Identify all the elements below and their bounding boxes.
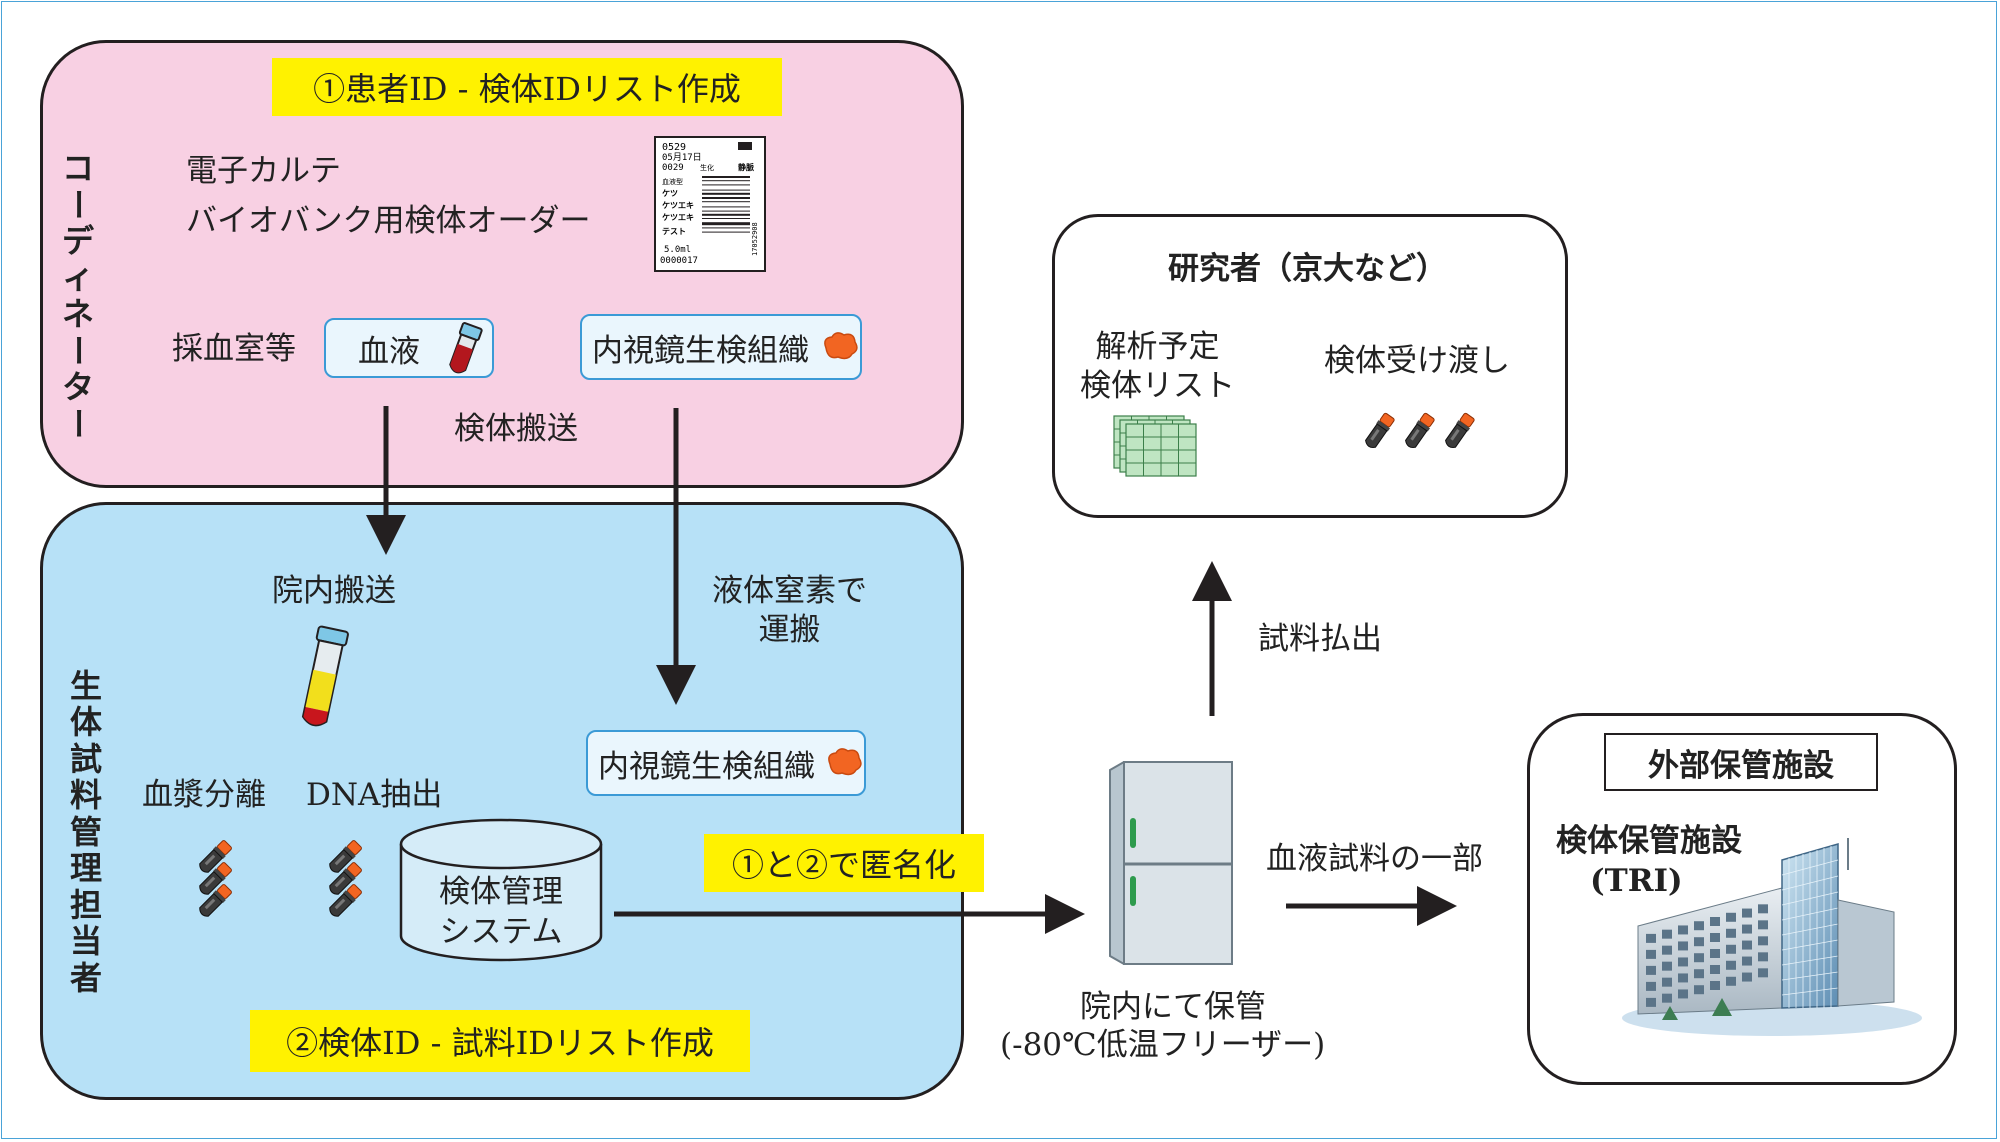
- blood-sample-tag: 血液: [324, 318, 494, 378]
- material-release-label: 試料払出: [1258, 621, 1382, 657]
- endoscopy-biopsy-label-top: 内視鏡生検組織: [592, 332, 809, 369]
- freezer-caption-line-1: 院内にて保管: [1080, 989, 1266, 1025]
- researcher-title: 研究者（京大など）: [1168, 251, 1447, 287]
- sample-handover-label: 検体受け渡し: [1324, 343, 1510, 379]
- barcode-line-2: 05月17日: [662, 152, 702, 163]
- cryovial-group-plasma-icon: [199, 840, 232, 917]
- endoscopy-biopsy-tag-bottom: 内視鏡生検組織: [586, 730, 866, 796]
- barcode-line-1: 0529: [662, 142, 686, 153]
- analysis-sample-list-label: 解析予定 検体リスト: [1080, 329, 1235, 404]
- sample-manager-label: 生体試料管理担当者: [69, 667, 102, 997]
- cryovial-handover-0: [1365, 412, 1395, 449]
- anonymization-step: ①と②で匿名化: [704, 834, 984, 892]
- building-windows: [1646, 904, 1768, 1007]
- plasma-separation-label: 血漿分離: [142, 777, 266, 813]
- sample-material-id-list-step: ②検体ID - 試料IDリスト作成: [250, 1010, 750, 1072]
- plasma-tube-icon: [301, 625, 349, 727]
- barcode-dept: 静脈: [738, 162, 754, 172]
- endoscopy-biopsy-label-bottom: 内視鏡生検組織: [598, 748, 815, 785]
- storage-facility-sub-label: (TRI): [1590, 863, 1683, 899]
- collection-room-label: 採血室等: [172, 331, 296, 367]
- sample-manager-region: [40, 502, 964, 1100]
- storage-building-icon: [1622, 838, 1922, 1036]
- sample-management-system-label: 検体管理 システム: [439, 874, 563, 951]
- blood-portion-label: 血液試料の一部: [1266, 841, 1483, 877]
- sheet-2: [1125, 423, 1197, 477]
- patient-sample-id-list-step: ①患者ID - 検体IDリスト作成: [272, 58, 782, 116]
- building-glass-lines: [1781, 846, 1839, 1008]
- cryovial-1: [199, 862, 232, 895]
- cryovial-0: [329, 840, 362, 873]
- barcode-kana-2: ケツ: [662, 189, 678, 198]
- coordinator-label: コーディネーター: [59, 149, 98, 440]
- sample-management-database-icon: [399, 818, 603, 962]
- barcode-kana-1: 血液型: [662, 177, 683, 186]
- sample-transport-label: 検体搬送: [454, 411, 578, 447]
- tissue-icon-2: [828, 748, 862, 776]
- cryovial-handover-icon: [1365, 412, 1475, 449]
- in-hospital-transport-label: 院内搬送: [272, 573, 396, 609]
- barcode-bars: [702, 176, 750, 233]
- cryovial-0: [199, 840, 232, 873]
- freezer-icon: [1109, 761, 1233, 965]
- barcode-test: テスト: [662, 227, 686, 236]
- barcode-number: 0000017: [660, 256, 698, 266]
- barcode-side-number: 17052908: [751, 222, 759, 256]
- barcode-kana-4: ケツエキ: [662, 213, 694, 222]
- external-storage-title: 外部保管施設: [1604, 733, 1878, 791]
- barcode-type: 生化: [700, 163, 714, 172]
- storage-facility-label: 検体保管施設: [1556, 823, 1742, 859]
- cryovial-2: [199, 884, 232, 917]
- barcode-line-3: 0029: [662, 163, 684, 173]
- blood-label: 血液: [358, 333, 420, 370]
- barcode-volume: 5.0ml: [664, 245, 691, 255]
- cryovial-1: [329, 862, 362, 895]
- cryovial-group-dna-icon: [329, 840, 362, 917]
- liquid-nitrogen-transport-label: 液体窒素で 運搬: [712, 573, 867, 648]
- emr-label: 電子カルテ: [186, 153, 341, 189]
- tissue-icon: [824, 332, 858, 360]
- dna-extraction-label: DNA抽出: [306, 777, 443, 813]
- cryovial-handover-1: [1405, 412, 1435, 449]
- blood-tube-icon: [449, 322, 483, 374]
- biobank-order-label: バイオバンク用検体オーダー: [186, 203, 591, 239]
- barcode-label-icon: 0529 05月17日 0029 生化 静脈 血液型 ケツ ケツエキ ケツエキ …: [654, 136, 766, 272]
- cryovial-2: [329, 884, 362, 917]
- cryovial-handover-2: [1445, 412, 1475, 449]
- freezer-caption-line-2: (-80℃低温フリーザー): [1000, 1027, 1326, 1063]
- researcher-region: [1052, 214, 1568, 518]
- endoscopy-biopsy-tag-top: 内視鏡生検組織: [580, 314, 862, 380]
- barcode-kana-3: ケツエキ: [662, 201, 694, 210]
- spreadsheet-list-icon: [1113, 415, 1197, 477]
